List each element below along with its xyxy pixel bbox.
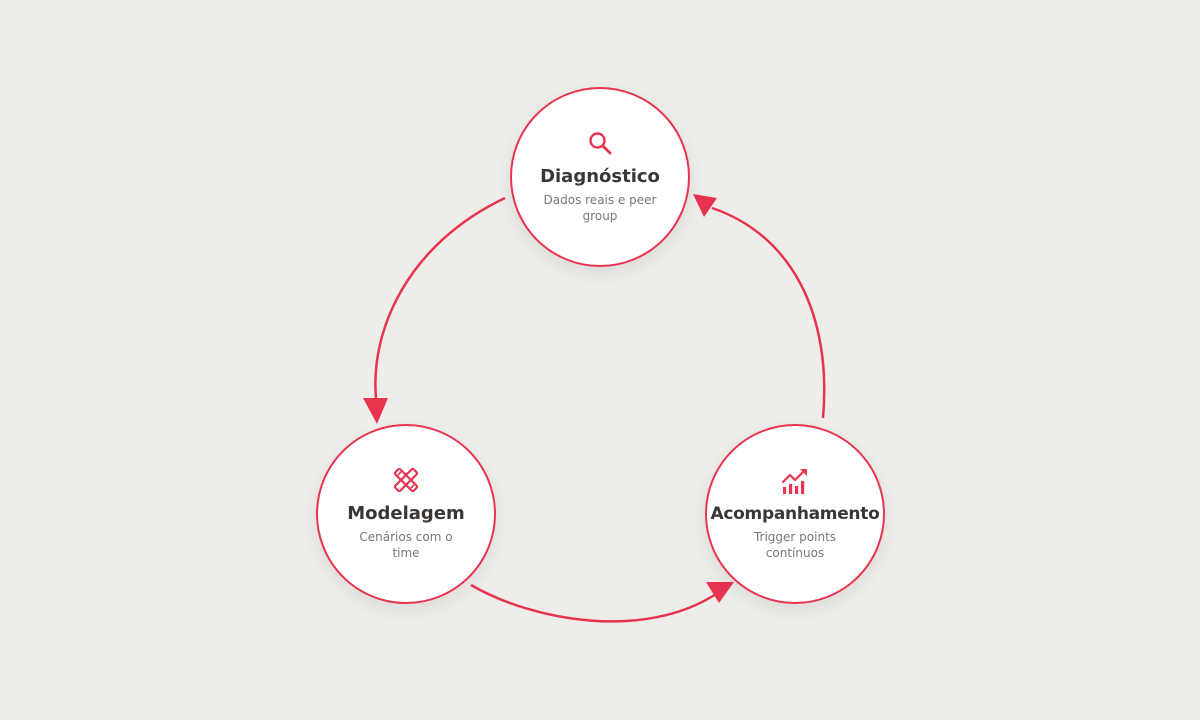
arrow-diagnostico-to-modelagem [374, 196, 506, 399]
node-acompanhamento: Acompanhamento Trigger points contínuos [705, 424, 885, 604]
node-subtitle: Trigger points contínuos [753, 529, 837, 560]
node-diagnostico: Diagnóstico Dados reais e peer group [510, 87, 690, 267]
arrowhead-acompanhamento [706, 582, 734, 603]
node-title: Modelagem [347, 503, 465, 525]
node-subtitle: Cenários com o time [359, 530, 453, 561]
arrow-acompanhamento-to-diagnostico [711, 206, 826, 419]
arrowhead-modelagem [363, 398, 388, 424]
tools-icon [392, 466, 420, 494]
chart-icon [781, 467, 809, 495]
search-icon [586, 129, 614, 157]
arrow-modelagem-to-acompanhamento [470, 583, 717, 623]
node-title: Acompanhamento [710, 503, 880, 524]
node-title: Diagnóstico [540, 166, 660, 188]
node-modelagem: Modelagem Cenários com o time [316, 424, 496, 604]
arrowhead-diagnostico [693, 194, 717, 217]
node-subtitle: Dados reais e peer group [543, 193, 657, 224]
